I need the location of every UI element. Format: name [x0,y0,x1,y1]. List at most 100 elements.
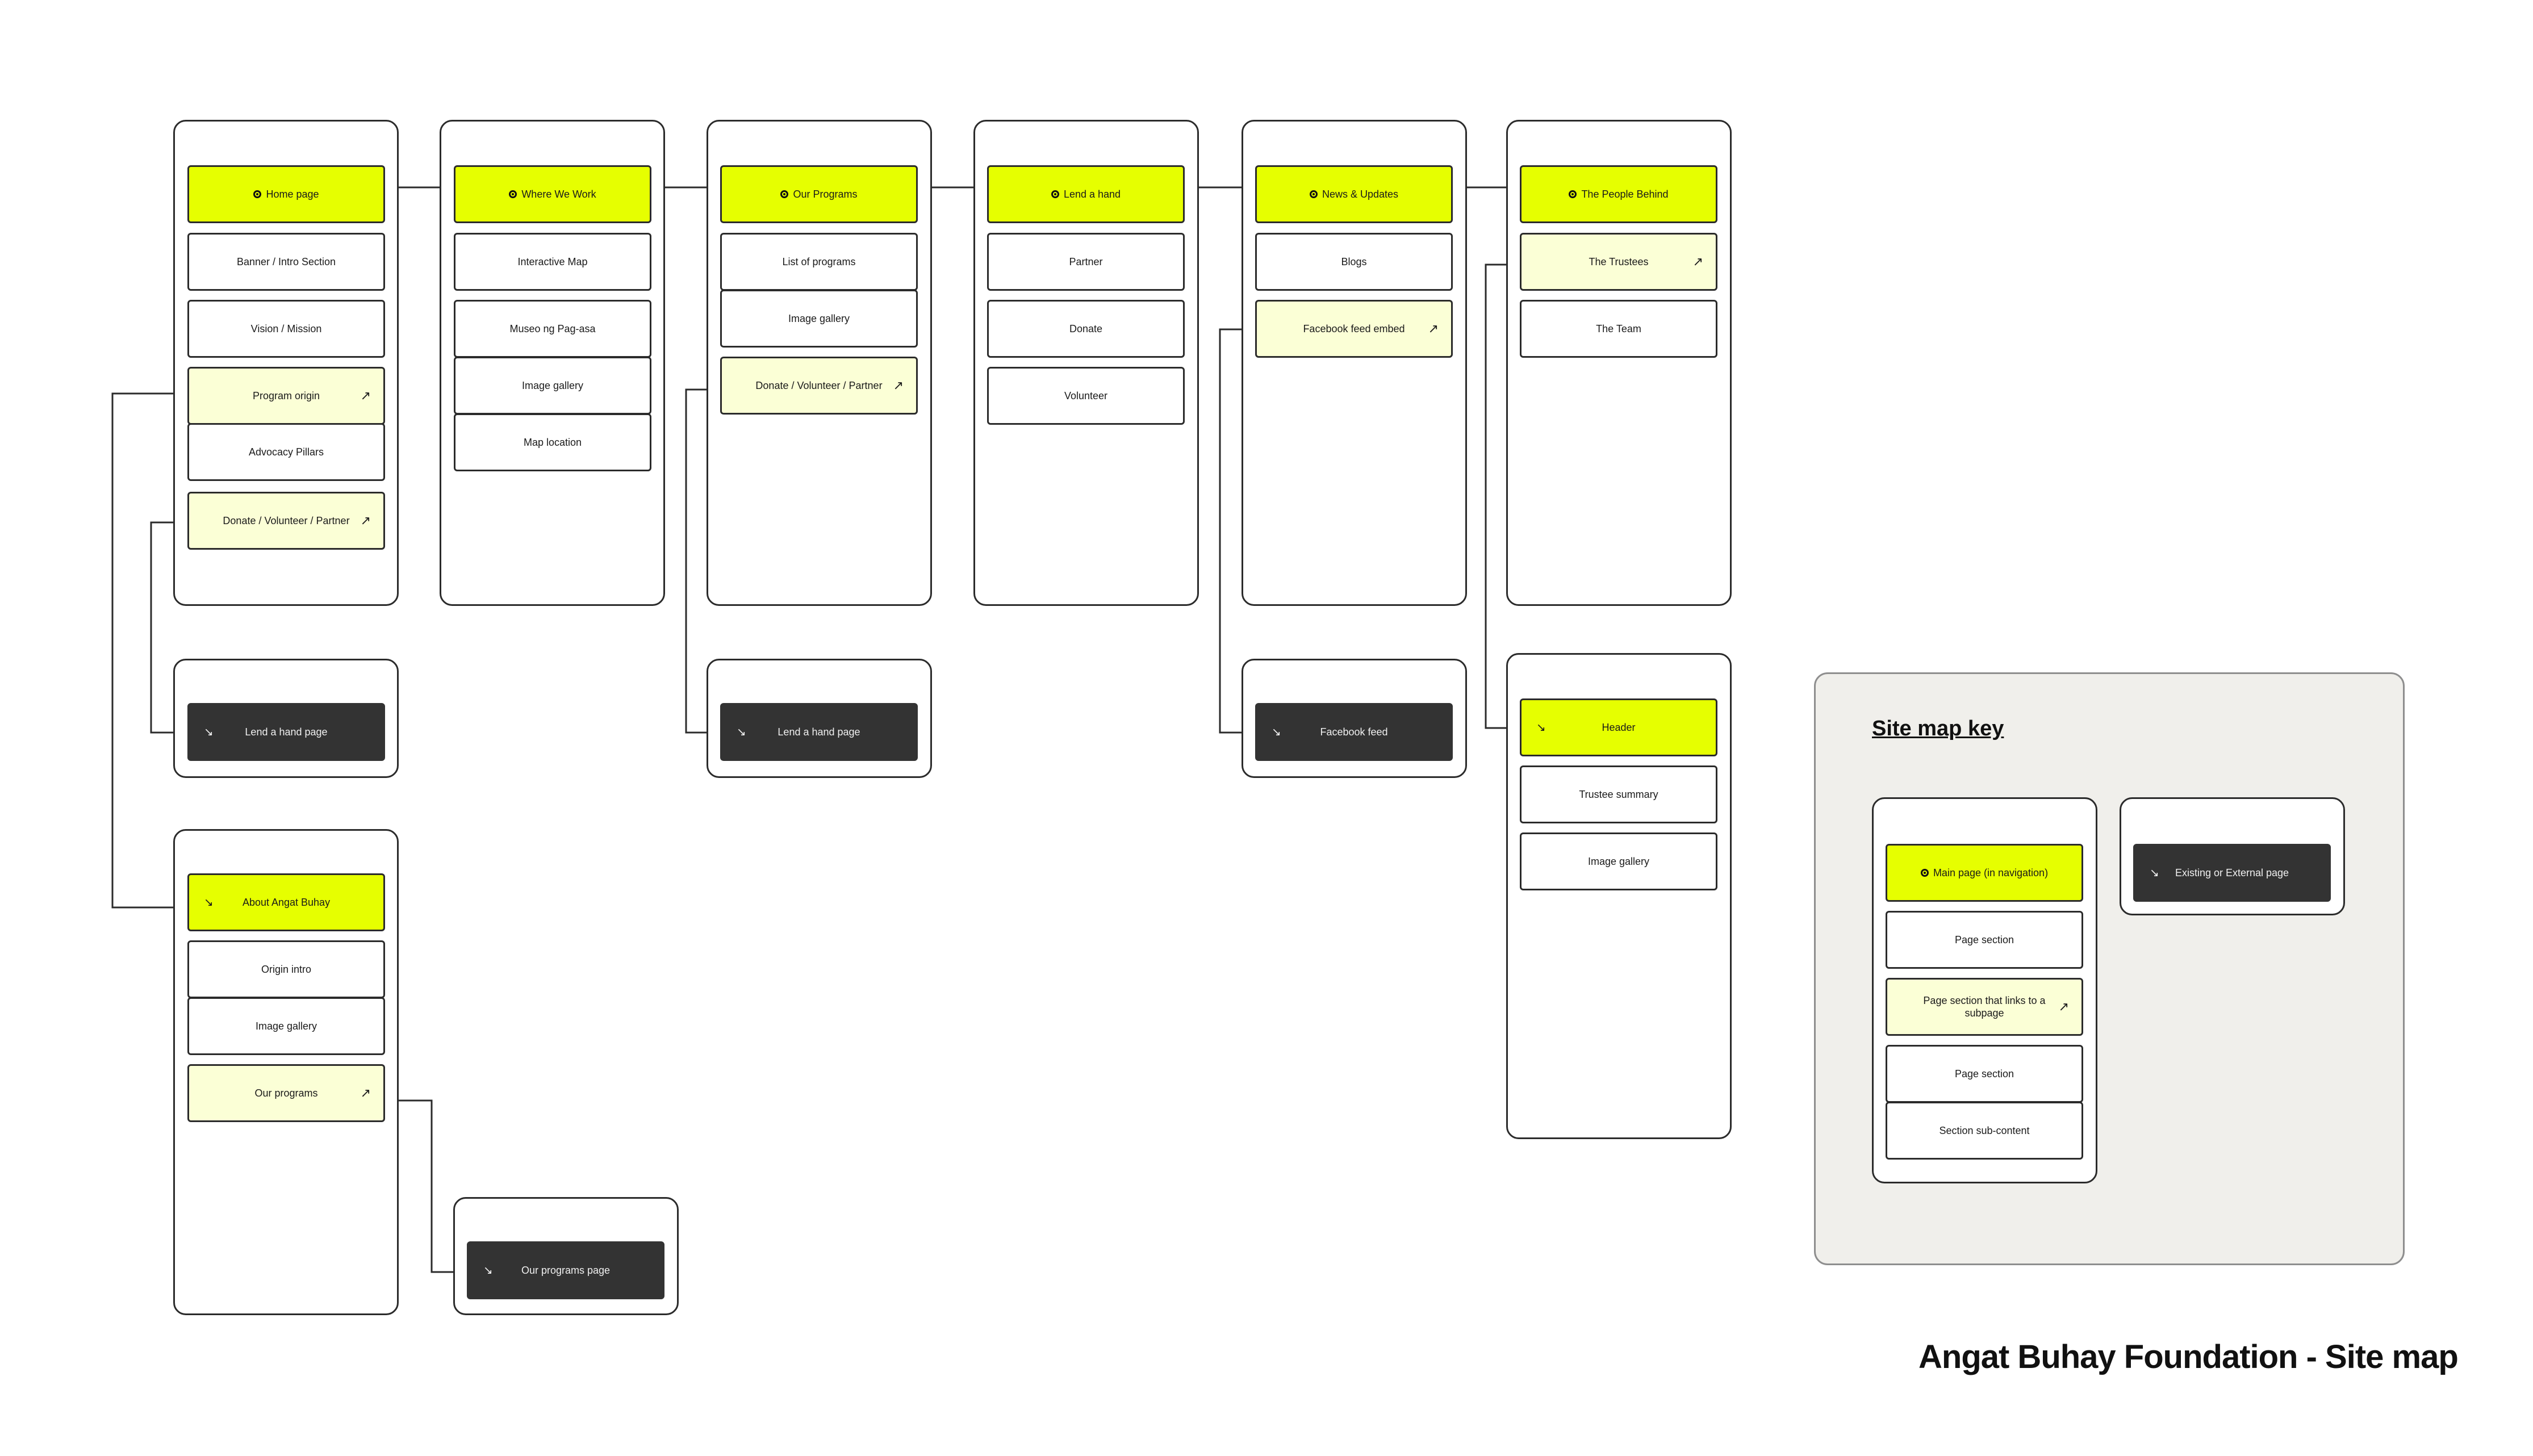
main-page-home[interactable]: Home page [187,165,385,223]
external-lend-page[interactable]: ↘ Lend a hand page [187,703,385,761]
arrow-down-right-icon: ↘ [737,726,746,739]
section-image-gallery[interactable]: Image gallery [1520,832,1717,890]
section-label: Vision / Mission [250,323,322,334]
page-title: Angat Buhay Foundation - Site map [1918,1338,2459,1375]
key-label: Page section [1954,934,2014,945]
section-blogs[interactable]: Blogs [1255,233,1453,291]
section-list-programs[interactable]: List of programs [720,233,918,291]
section-museo[interactable]: Museo ng Pag-asa [454,300,651,358]
section-label: Image gallery [255,1020,317,1032]
arrow-up-right-icon: ↗ [893,378,904,392]
arrow-down-right-icon: ↘ [2150,867,2159,880]
external-label: Lend a hand page [245,726,328,738]
section-interactive-map[interactable]: Interactive Map [454,233,651,291]
main-page-icon [509,190,517,198]
section-label: Volunteer [1064,390,1108,401]
section-label: Our programs [254,1087,318,1099]
section-donate[interactable]: Donate [987,300,1185,358]
key-label: Existing or External page [2175,867,2289,878]
arrow-down-right-icon: ↘ [1272,726,1281,739]
section-map-location[interactable]: Map location [454,413,651,471]
main-label: Header [1602,721,1636,733]
arrow-up-right-icon: ↗ [1692,254,1703,269]
section-volunteer[interactable]: Volunteer [987,367,1185,425]
section-label: The Team [1596,323,1641,334]
section-program-origin[interactable]: Program origin ↗ [187,367,385,425]
section-partner[interactable]: Partner [987,233,1185,291]
arrow-up-right-icon: ↗ [2058,999,2069,1014]
section-label: Banner / Intro Section [236,256,336,267]
main-label: News & Updates [1322,188,1399,200]
subpage-about[interactable]: ↘ About Angat Buhay [187,873,385,931]
key-label: Main page (in navigation) [1933,867,2049,878]
arrow-up-right-icon: ↗ [360,513,371,528]
key-page-section-2: Page section [1886,1045,2083,1103]
key-label: Section sub-content [1939,1124,2030,1136]
section-label: Image gallery [1587,855,1650,867]
section-label: Partner [1069,256,1103,267]
main-label: About Angat Buhay [242,896,331,908]
section-label: Blogs [1341,256,1367,267]
external-label: Lend a hand page [778,726,860,738]
section-label: Image gallery [788,312,850,324]
main-page-icon [1569,190,1577,198]
section-banner[interactable]: Banner / Intro Section [187,233,385,291]
section-label: Museo ng Pag-asa [509,323,596,334]
key-page-section: Page section [1886,911,2083,969]
external-label: Our programs page [521,1264,611,1276]
section-trustee-summary[interactable]: Trustee summary [1520,765,1717,823]
section-label: Program origin [252,390,320,401]
section-label: Trustee summary [1579,788,1658,800]
subpage-header[interactable]: ↘ Header [1520,698,1717,756]
main-page-programs[interactable]: Our Programs [720,165,918,223]
section-team[interactable]: The Team [1520,300,1717,358]
external-facebook-feed[interactable]: ↘ Facebook feed [1255,703,1453,761]
main-page-where[interactable]: Where We Work [454,165,651,223]
arrow-down-right-icon: ↘ [204,726,214,739]
section-trustees[interactable]: The Trustees ↗ [1520,233,1717,291]
section-label: List of programs [782,256,856,267]
key-external-page: ↘ Existing or External page [2133,844,2331,902]
key-label: Page section that links to a subpage [1923,995,2046,1019]
main-page-icon [780,190,789,198]
main-page-lend[interactable]: Lend a hand [987,165,1185,223]
section-label: The Trustees [1589,256,1649,267]
main-label: Our Programs [793,188,858,200]
key-main-page: Main page (in navigation) [1886,844,2083,902]
section-advocacy[interactable]: Advocacy Pillars [187,423,385,481]
main-page-news[interactable]: News & Updates [1255,165,1453,223]
section-label: Donate / Volunteer / Partner [223,514,350,526]
section-label: Advocacy Pillars [248,446,324,458]
key-linked-section: Page section that links to a subpage ↗ [1886,978,2083,1036]
section-donate-home[interactable]: Donate / Volunteer / Partner ↗ [187,492,385,550]
main-label: Lend a hand [1063,188,1121,200]
section-our-programs[interactable]: Our programs ↗ [187,1064,385,1122]
section-image-gallery[interactable]: Image gallery [454,357,651,415]
external-label: Facebook feed [1320,726,1388,738]
external-programs-page[interactable]: ↘ Our programs page [467,1241,664,1299]
main-page-people[interactable]: The People Behind [1520,165,1717,223]
section-label: Interactive Map [517,256,588,267]
arrow-up-right-icon: ↗ [360,1086,371,1100]
external-lend-page-2[interactable]: ↘ Lend a hand page [720,703,918,761]
main-label: Home page [266,188,319,200]
arrow-down-right-icon: ↘ [204,896,214,909]
key-label: Page section [1954,1068,2014,1080]
section-origin-intro[interactable]: Origin intro [187,940,385,998]
main-page-icon [1920,869,1929,877]
section-label: Donate [1069,323,1103,334]
section-donate-programs[interactable]: Donate / Volunteer / Partner ↗ [720,357,918,415]
key-title: Site map key [1872,717,2004,740]
section-label: Image gallery [521,379,584,391]
main-page-icon [1051,190,1059,198]
section-vision[interactable]: Vision / Mission [187,300,385,358]
main-page-icon [1309,190,1318,198]
section-image-gallery[interactable]: Image gallery [187,997,385,1055]
arrow-down-right-icon: ↘ [1536,721,1546,734]
section-fb-embed[interactable]: Facebook feed embed ↗ [1255,300,1453,358]
section-image-gallery[interactable]: Image gallery [720,290,918,348]
main-label: The People Behind [1581,188,1669,200]
section-label: Origin intro [261,963,312,975]
arrow-up-right-icon: ↗ [1428,321,1439,336]
section-label: Map location [523,436,582,448]
